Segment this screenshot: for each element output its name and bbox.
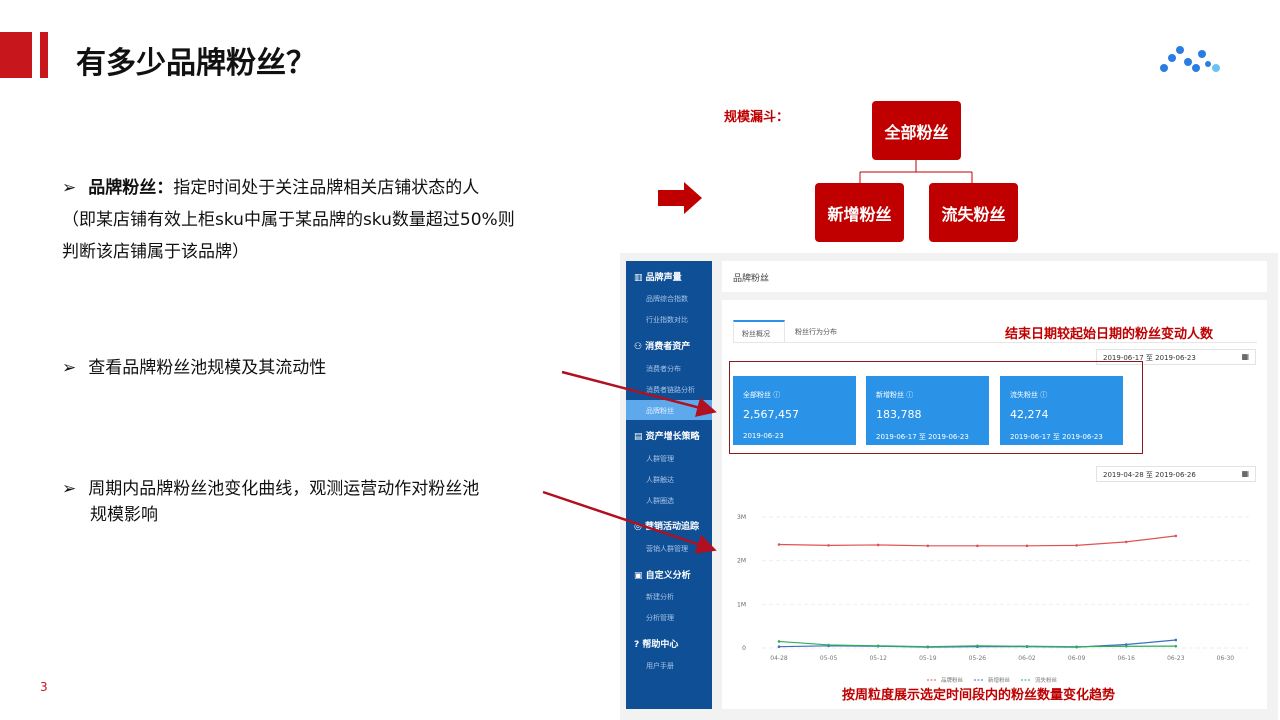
data-point (777, 543, 781, 546)
sidebar-item[interactable]: 品牌综合指数 (646, 295, 688, 303)
bullet-brand-fans: ➢品牌粉丝：指定时间处于关注品牌相关店铺状态的人 （即某店铺有效上柜sku中属于… (62, 178, 515, 262)
data-point (1174, 644, 1178, 648)
y-tick-label: 1M (737, 601, 746, 608)
bullet-trend: ➢周期内品牌粉丝池变化曲线，观测运营动作对粉丝池 规模影响 (62, 479, 480, 525)
data-point (976, 544, 979, 548)
funnel-all-fans: 全部粉丝 (872, 101, 961, 160)
slide-title: 有多少品牌粉丝？ (76, 46, 316, 81)
funnel-lost-fans: 流失粉丝 (929, 183, 1018, 242)
x-tick-label: 06-09 (1068, 655, 1086, 662)
page-title: 品牌粉丝 (733, 274, 770, 284)
highlight-box (729, 361, 1143, 454)
sidebar-item[interactable]: 新建分析 (646, 593, 674, 601)
title-accent-bar-thin (40, 32, 48, 78)
data-point (827, 544, 830, 547)
x-tick-label: 05-19 (919, 655, 937, 662)
data-point (1174, 638, 1178, 642)
sidebar-item[interactable]: 行业指数对比 (646, 316, 688, 324)
funnel-label: 规模漏斗： (724, 110, 790, 125)
legend-label: 品牌粉丝 (941, 676, 964, 684)
series-line (778, 535, 1176, 547)
data-point (926, 544, 930, 548)
sidebar-group-help[interactable]: ? 帮助中心 (634, 640, 679, 650)
funnel-connector (859, 160, 973, 184)
sidebar-item[interactable]: 人群圈选 (646, 497, 674, 505)
data-point (1075, 544, 1078, 547)
sidebar-group-growth[interactable]: ▤ 资产增长策略 (634, 432, 700, 442)
funnel-new-fans: 新增粉丝 (815, 183, 904, 242)
tab-divider (733, 342, 1257, 343)
fans-trend-chart: 0 1M 2M 3M 04-28 05-05 05-12 05-19 05-26 06-02 06-… (737, 514, 1252, 684)
sidebar-item[interactable]: 营销人群管理 (646, 545, 688, 553)
data-point (876, 644, 880, 648)
sidebar-item[interactable]: 分析管理 (646, 614, 674, 622)
sidebar-item[interactable]: 用户手册 (646, 662, 674, 670)
bullet-pool-size: ➢查看品牌粉丝池规模及其流动性 (62, 358, 327, 378)
tab-overview[interactable]: 粉丝概况 (733, 320, 785, 342)
note-bottom: 按周粒度展示选定时间段内的粉丝数量变化趋势 (842, 688, 1116, 703)
y-tick-label: 3M (737, 514, 746, 521)
right-arrow-icon (658, 182, 702, 214)
data-point (1124, 540, 1128, 544)
data-point (1025, 544, 1029, 548)
sidebar-group-consumer-assets[interactable]: ⚇ 消费者资产 (634, 342, 691, 352)
tab-behavior[interactable]: 粉丝行为分布 (795, 328, 837, 336)
data-point (1075, 645, 1078, 648)
sidebar-item[interactable]: 消费者分布 (646, 365, 681, 373)
x-tick-label: 06-16 (1117, 655, 1135, 662)
legend-label: 新增粉丝 (988, 676, 1011, 684)
data-point (827, 643, 830, 647)
y-tick-label: 2M (737, 558, 746, 565)
data-point (926, 645, 930, 648)
x-tick-label: 06-30 (1217, 655, 1235, 662)
sidebar-group-marketing[interactable]: ◎ 营销活动追踪 (634, 522, 700, 532)
x-tick-label: 05-12 (869, 655, 887, 662)
brand-logo-icon (1160, 46, 1220, 72)
sidebar-group-brand-volume[interactable]: ▥ 品牌声量 (634, 273, 682, 283)
data-point (777, 645, 781, 648)
data-point (1025, 644, 1029, 648)
note-top: 结束日期较起始日期的粉丝变动人数 (1005, 327, 1214, 342)
x-tick-label: 06-02 (1018, 655, 1036, 662)
sidebar-item[interactable]: 人群管理 (646, 455, 674, 463)
sidebar-item[interactable]: 消费者链路分析 (646, 386, 695, 394)
page-number: 3 (40, 680, 48, 694)
x-tick-label: 05-26 (969, 655, 987, 662)
sidebar-item[interactable]: 人群触达 (646, 476, 674, 484)
calendar-icon: ▦ (1241, 469, 1249, 478)
y-tick-label: 0 (742, 645, 746, 652)
sidebar-item-active[interactable]: 品牌粉丝 (626, 400, 712, 420)
data-point (777, 640, 781, 643)
title-accent-bar (0, 32, 32, 78)
chart-date-range-picker[interactable]: 2019-04-28 至 2019-06-26▦ (1096, 466, 1256, 482)
sidebar-group-custom[interactable]: ▣ 自定义分析 (634, 571, 691, 581)
x-tick-label: 06-23 (1167, 655, 1185, 662)
data-point (976, 644, 979, 648)
legend-label: 流失粉丝 (1035, 676, 1058, 684)
page-header: 品牌粉丝 (722, 261, 1267, 292)
data-point (876, 543, 880, 547)
sidebar: ▥ 品牌声量 品牌综合指数 行业指数对比 ⚇ 消费者资产 消费者分布 消费者链路… (626, 261, 712, 709)
data-point (1174, 534, 1178, 538)
data-point (1124, 644, 1128, 648)
calendar-icon: ▦ (1241, 352, 1249, 361)
x-tick-label: 05-05 (820, 655, 838, 662)
x-tick-label: 04-28 (770, 655, 788, 662)
